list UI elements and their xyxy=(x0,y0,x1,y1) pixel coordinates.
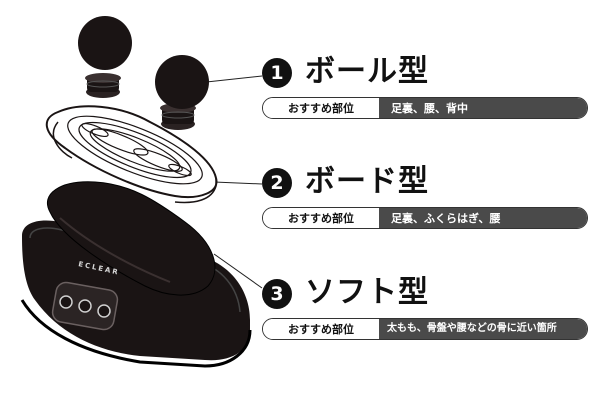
type-2-recommend-label: おすすめ部位 xyxy=(263,208,379,228)
type-3-number-badge: 3 xyxy=(262,279,292,309)
type-1-recommend-bar: おすすめ部位 足裏、腰、背中 xyxy=(262,97,588,119)
type-3-title: ソフト型 xyxy=(305,275,429,310)
type-3-recommend-bar: おすすめ部位 太もも、骨盤や腰などの骨に近い箇所 xyxy=(262,318,588,340)
massage-ball-left xyxy=(78,16,132,98)
type-1-title: ボール型 xyxy=(305,54,429,89)
leader-line-2 xyxy=(213,181,263,185)
type-1-number-badge: 1 xyxy=(262,58,292,88)
type-2-title: ボード型 xyxy=(305,164,429,199)
soft-cushion xyxy=(47,181,216,296)
type-2-recommend-areas: 足裏、ふくらはぎ、腰 xyxy=(379,208,587,228)
type-1-recommend-label: おすすめ部位 xyxy=(263,98,379,118)
type-1-recommend-areas: 足裏、腰、背中 xyxy=(379,98,587,118)
massage-board xyxy=(45,105,218,204)
type-3-recommend-areas: 太もも、骨盤や腰などの骨に近い箇所 xyxy=(379,319,587,339)
type-2-number-badge: 2 xyxy=(262,168,292,198)
massage-ball-right xyxy=(155,55,209,130)
type-2-recommend-bar: おすすめ部位 足裏、ふくらはぎ、腰 xyxy=(262,207,588,229)
type-3-recommend-label: おすすめ部位 xyxy=(263,319,379,339)
leader-line-3 xyxy=(213,253,263,289)
